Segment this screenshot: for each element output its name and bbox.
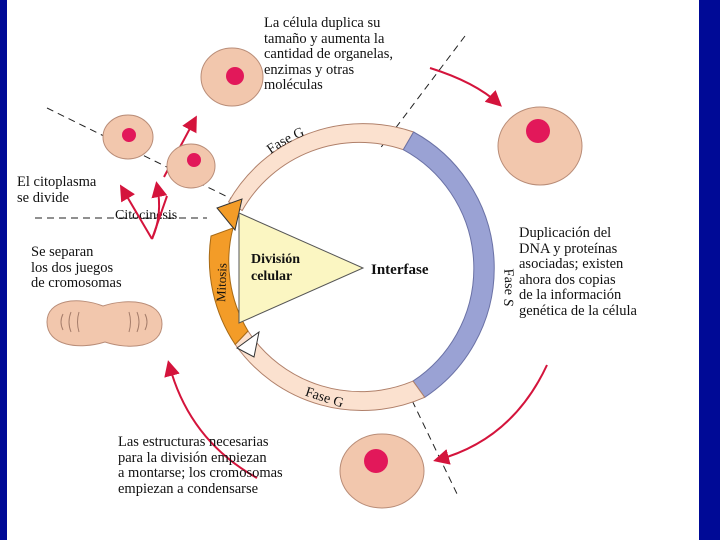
wedge-label: División celular xyxy=(251,252,300,284)
g2-arrowhead xyxy=(236,330,260,358)
wedge-label-line: celular xyxy=(251,269,292,284)
arrow-to-dumbbell xyxy=(164,360,258,479)
cell-daughter-1 xyxy=(102,114,154,160)
ring-g1-segment xyxy=(227,123,415,212)
cell-daughter-2 xyxy=(166,143,216,189)
nucleus xyxy=(122,128,136,142)
interphase-label: Interfase xyxy=(371,262,429,278)
cytokinesis-label: Citocinesis xyxy=(115,208,177,223)
slide: Fase G Fase S Fase G Mitosis Interfase D… xyxy=(7,0,699,540)
note-cytoplasm-divides: El citoplasma se divide xyxy=(17,174,97,206)
note-chromosome-separation: Se separan los dos juegos de cromosomas xyxy=(31,244,122,291)
ring-label-mitosis: Mitosis xyxy=(213,263,229,303)
cell-large-bottom xyxy=(339,433,425,509)
wedge-label-line: División xyxy=(251,252,300,267)
nucleus xyxy=(526,119,550,143)
ring-label-s: Fase S xyxy=(500,268,516,307)
note-dna-duplication: Duplicación del DNA y proteínas asociada… xyxy=(519,225,637,319)
cell-large-top-left xyxy=(200,47,264,107)
note-growth: La célula duplica su tamaño y aumenta la… xyxy=(264,15,393,93)
arrow-from-dumbbell xyxy=(119,184,153,240)
arrow-to-bottom-cell xyxy=(433,364,548,465)
nucleus xyxy=(187,153,201,167)
nucleus xyxy=(226,67,244,85)
note-g2-preparation: Las estructuras necesarias para la divis… xyxy=(118,434,283,497)
arrow-daughter-2 xyxy=(151,195,168,240)
dashed-line-top xyxy=(46,107,245,206)
nucleus xyxy=(364,449,388,473)
dashed-line-bottom xyxy=(406,389,460,499)
division-wedge xyxy=(238,212,365,324)
cell-dividing-dumbbell xyxy=(46,300,163,347)
g1-arrowhead xyxy=(216,198,243,232)
cell-cycle-diagram: Fase G Fase S Fase G Mitosis Interfase D… xyxy=(35,35,583,509)
cell-large-right xyxy=(497,106,583,186)
arrow-to-big-cell xyxy=(429,67,502,107)
cycle-ring xyxy=(208,123,495,411)
